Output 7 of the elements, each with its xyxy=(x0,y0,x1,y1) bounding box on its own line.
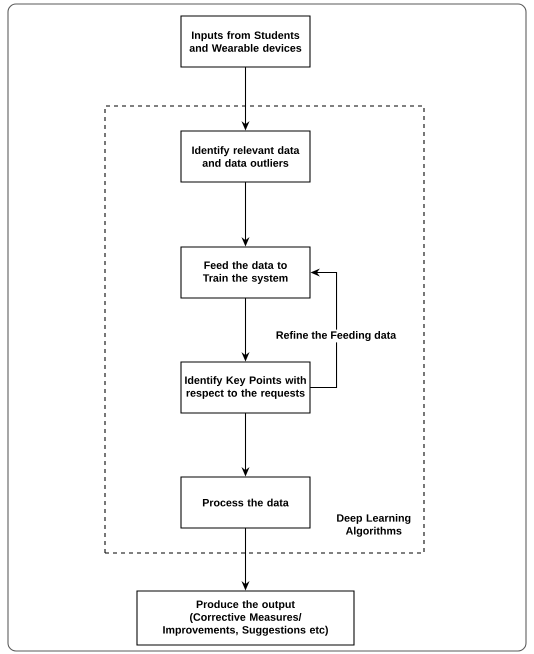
process-box: Identify relevant data and data outliers xyxy=(180,130,311,183)
process-box: Identify Key Points with respect to the requests xyxy=(180,361,311,414)
edge-label: Refine the Feeding data xyxy=(274,330,398,342)
process-box: Produce the output (Corrective Measures/ Improvements, Suggestions etc) xyxy=(136,590,355,646)
process-box: Inputs from Students and Wearable devices xyxy=(180,15,311,68)
process-box: Feed the data to Train the system xyxy=(180,246,311,299)
process-box: Process the data xyxy=(180,476,311,529)
